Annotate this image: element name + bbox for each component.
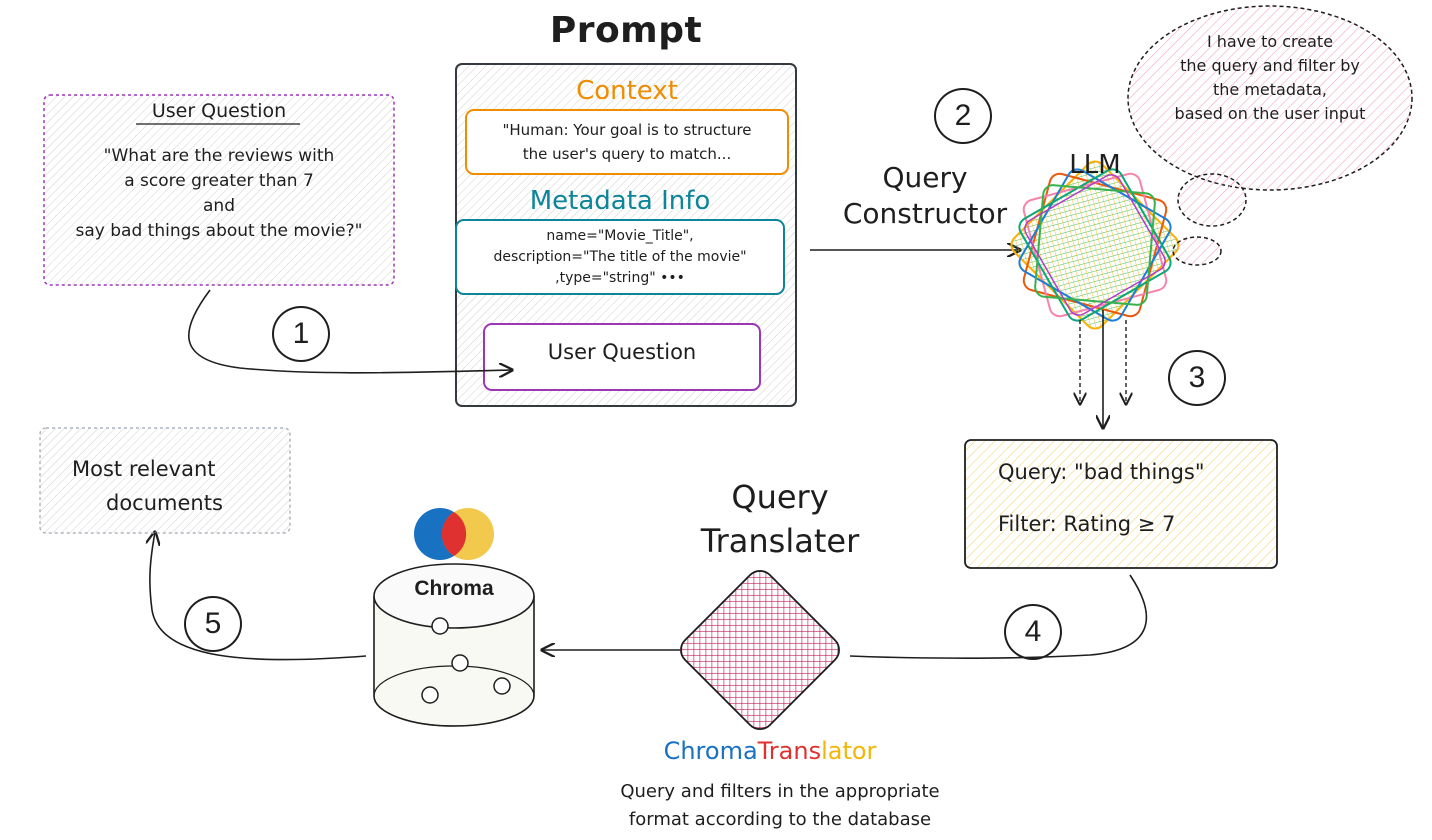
query-constructor-line: Query — [882, 161, 968, 194]
arrow-result-to-translator — [849, 574, 1148, 659]
thought-line: the metadata, — [1213, 80, 1327, 99]
llm-icon — [1010, 160, 1180, 330]
thought-bubble-small — [1177, 173, 1247, 227]
context-title: Context — [576, 76, 678, 106]
context-box — [465, 109, 789, 175]
query-translater-line: Translater — [700, 522, 860, 560]
translator-caption-line: Query and filters in the appropriate — [620, 781, 940, 802]
context-line: the user's query to match... — [522, 145, 732, 163]
metadata-line: description="The title of the movie" — [493, 249, 747, 265]
thought-line: I have to create — [1206, 32, 1334, 51]
query-constructor-label: Query Constructor — [820, 160, 1030, 232]
metadata-box — [455, 219, 785, 295]
llm-label: LLM — [1069, 150, 1121, 180]
thought-bubble-tiny — [1172, 236, 1222, 266]
thought-line: the query and filter by — [1180, 56, 1360, 75]
user-question-slot-box — [483, 323, 761, 391]
chroma-translator-part3: lator — [821, 737, 877, 765]
user-question-line: a score greater than 7 — [124, 171, 314, 191]
translator-caption: Query and filters in the appropriate for… — [560, 778, 1000, 834]
query-constructor-line: Constructor — [842, 197, 1008, 230]
relevant-docs-box — [39, 427, 291, 534]
context-line: "Human: Your goal is to structure — [502, 121, 752, 139]
user-question-box — [43, 94, 395, 286]
metadata-line: ,type="string" ••• — [555, 270, 685, 286]
step-3-badge: 3 — [1168, 350, 1226, 406]
chroma-translator-label: ChromaTranslator — [610, 737, 930, 765]
step-4-badge: 4 — [1004, 604, 1062, 660]
user-question-line: "What are the reviews with — [103, 146, 335, 166]
relevant-docs-line: Most relevant — [72, 457, 216, 481]
step-5-badge: 5 — [184, 596, 242, 652]
translator-caption-line: format according to the database — [628, 809, 932, 830]
thought-line: based on the user input — [1174, 104, 1366, 123]
chroma-db-label: Chroma — [414, 577, 494, 600]
prompt-title: Prompt — [549, 10, 703, 51]
user-question-line: and — [203, 196, 235, 216]
arrow-question-to-prompt — [188, 289, 512, 373]
user-question-text: "What are the reviews with a score great… — [44, 144, 394, 244]
step-2-badge: 2 — [934, 88, 992, 144]
chroma-translator-part2: Trans — [757, 737, 822, 765]
query-translater-label: Query Translater — [640, 475, 920, 563]
chroma-database — [373, 563, 535, 727]
relevant-docs-text: Most relevant documents — [72, 452, 282, 520]
chroma-translator-part1: Chroma — [663, 737, 758, 765]
metadata-line: name="Movie_Title", — [546, 228, 694, 244]
arrow-chroma-to-docs — [150, 532, 367, 661]
relevant-docs-line: documents — [106, 491, 223, 515]
query-translater-line: Query — [731, 478, 829, 516]
thought-text: I have to create the query and filter by… — [1140, 30, 1400, 126]
user-question-slot-label: User Question — [547, 340, 697, 364]
thought-bubble — [1127, 5, 1413, 191]
user-question-title: User Question — [151, 100, 287, 122]
result-filter-line: Filter: Rating ≥ 7 — [998, 512, 1176, 536]
metadata-text: name="Movie_Title", description="The tit… — [456, 226, 784, 289]
result-box — [964, 439, 1278, 569]
user-question-line: say bad things about the movie?" — [75, 221, 363, 241]
result-query-line: Query: "bad things" — [998, 460, 1205, 484]
context-text: "Human: Your goal is to structure the us… — [466, 118, 788, 166]
metadata-title: Metadata Info — [529, 186, 711, 216]
step-1-badge: 1 — [272, 306, 330, 362]
chroma-logo-icon — [414, 508, 494, 560]
translator-diamond — [680, 570, 840, 730]
